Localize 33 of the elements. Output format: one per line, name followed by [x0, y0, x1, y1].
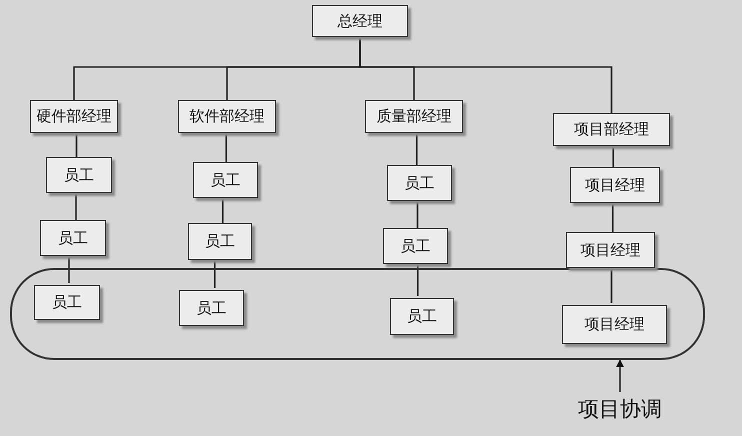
position-box: 员工 [179, 290, 244, 326]
group-band [10, 268, 705, 360]
annotation-text: 项目协调 [570, 392, 670, 426]
position-box: 硬件部经理 [30, 100, 118, 133]
connector-line [416, 133, 418, 165]
connector-line [68, 256, 70, 283]
connector-line [359, 37, 612, 113]
position-box: 项目经理 [566, 232, 655, 268]
connector-line [225, 133, 228, 162]
position-box: 员工 [390, 298, 454, 335]
connector-line [416, 264, 419, 296]
connector-line [76, 133, 78, 157]
position-box: 员工 [34, 285, 100, 320]
position-box: 员工 [193, 162, 258, 198]
position-box: 总经理 [312, 5, 408, 37]
position-box: 项目经理 [570, 167, 660, 203]
position-box: 员工 [383, 228, 448, 264]
position-box: 员工 [40, 220, 106, 256]
position-box: 员工 [387, 165, 452, 201]
position-box: 项目部经理 [553, 113, 670, 146]
connector-line [612, 146, 614, 167]
arrow [616, 359, 624, 392]
position-box: 软件部经理 [178, 100, 276, 133]
position-box: 项目经理 [562, 305, 667, 344]
connector-line [75, 193, 77, 220]
position-box: 质量部经理 [365, 100, 463, 133]
position-box: 员工 [188, 223, 252, 260]
connector-line [222, 198, 224, 223]
connector-line [610, 268, 612, 303]
connector-line [416, 201, 418, 228]
connector-line [612, 203, 614, 232]
position-box: 员工 [46, 157, 112, 193]
connector-line [214, 260, 216, 288]
